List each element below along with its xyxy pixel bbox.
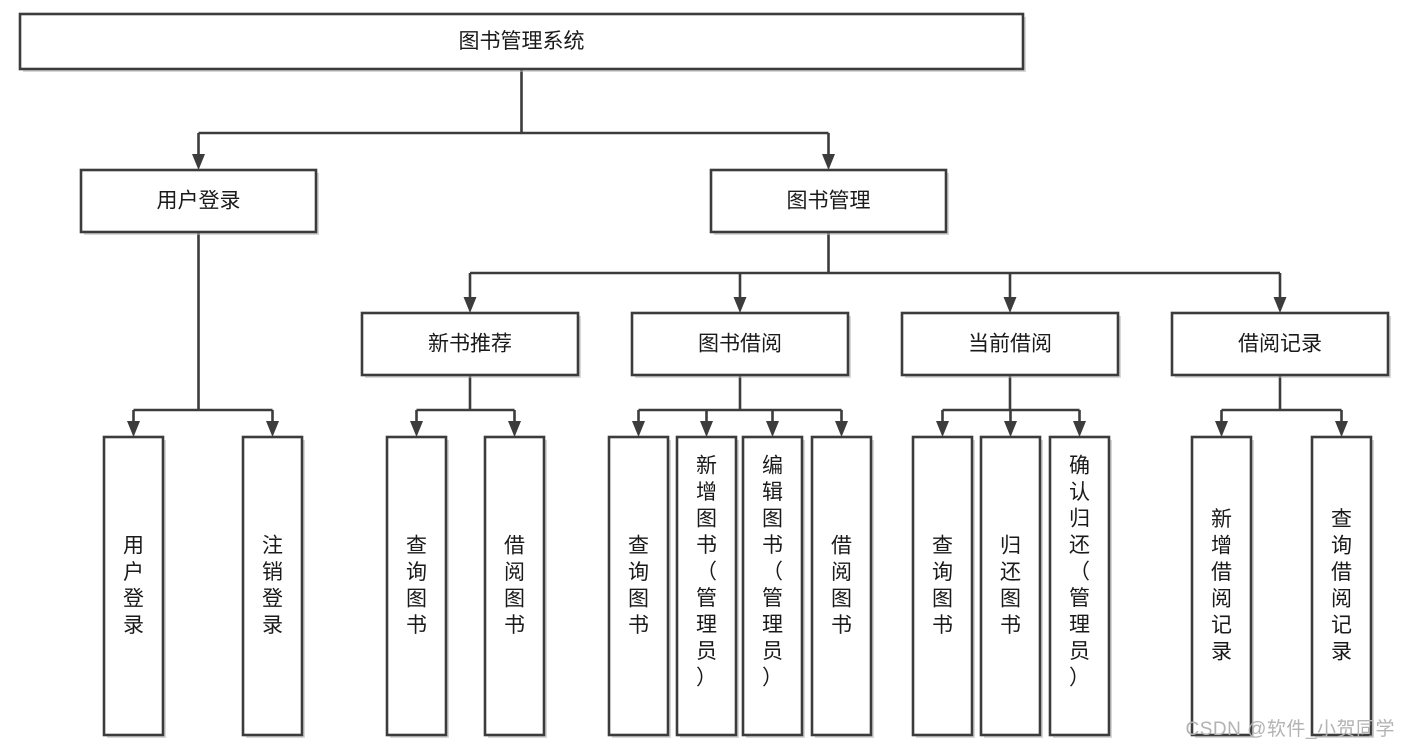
arrow-head — [700, 421, 713, 437]
node-label: 新增图书（管理员） — [696, 454, 717, 689]
node-rect[interactable] — [1170, 311, 1390, 377]
arrow-head — [632, 421, 645, 437]
node-label: 查询图书 — [406, 534, 427, 637]
node-rect[interactable] — [1048, 435, 1111, 737]
node-rect[interactable] — [911, 435, 974, 737]
node-rect[interactable] — [630, 311, 850, 377]
node-leaf-user-login[interactable]: 用户登录 — [102, 435, 166, 738]
arrow-head — [733, 297, 747, 313]
arrow-head — [192, 154, 205, 170]
arrow-head — [1273, 297, 1287, 313]
node-rect[interactable] — [360, 311, 580, 377]
arrow-head — [508, 421, 521, 437]
node-label: 用户登录 — [123, 534, 144, 637]
node-rect[interactable] — [979, 435, 1042, 737]
node-label: 借阅图书 — [831, 534, 852, 637]
node-label: 当前借阅 — [968, 333, 1052, 356]
node-rect[interactable] — [18, 12, 1025, 71]
node-leaf-add-book[interactable]: 新增图书（管理员） — [675, 435, 739, 738]
arrow-head — [127, 421, 140, 437]
arrow-head — [463, 297, 477, 313]
node-new-book-recommend[interactable]: 新书推荐 — [360, 311, 581, 378]
node-label: 图书管理系统 — [459, 30, 585, 53]
node-leaf-return-book[interactable]: 归还图书 — [979, 435, 1043, 738]
node-rect[interactable] — [607, 435, 670, 737]
node-label: 新书推荐 — [428, 333, 512, 356]
node-rect[interactable] — [1310, 435, 1373, 737]
node-rect[interactable] — [102, 435, 165, 737]
arrow-head — [266, 421, 279, 437]
node-rect[interactable] — [741, 435, 804, 737]
node-leaf-borrow-book-2[interactable]: 借阅图书 — [810, 435, 874, 738]
node-book-manage[interactable]: 图书管理 — [709, 168, 949, 235]
node-rect[interactable] — [900, 311, 1120, 377]
node-leaf-query-book-3[interactable]: 查询图书 — [911, 435, 975, 738]
node-label: 图书借阅 — [698, 333, 782, 356]
connector-layer — [127, 69, 1348, 437]
node-leaf-add-record[interactable]: 新增借阅记录 — [1190, 435, 1254, 738]
arrow-head — [1215, 421, 1228, 437]
node-label: 查询图书 — [932, 534, 953, 637]
node-rect[interactable] — [675, 435, 738, 737]
arrow-head — [1004, 421, 1017, 437]
node-leaf-query-book-1[interactable]: 查询图书 — [385, 435, 449, 738]
node-label: 归还图书 — [1000, 534, 1021, 637]
node-leaf-query-record[interactable]: 查询借阅记录 — [1310, 435, 1374, 738]
node-label: 新增借阅记录 — [1211, 507, 1232, 663]
node-label: 查询借阅记录 — [1331, 507, 1352, 663]
node-leaf-query-book-2[interactable]: 查询图书 — [607, 435, 671, 738]
node-label: 用户登录 — [157, 190, 241, 213]
csdn-watermark: CSDN @软件_小贺同学 — [1185, 719, 1395, 740]
node-rect[interactable] — [709, 168, 948, 234]
node-rect[interactable] — [810, 435, 873, 737]
node-rect[interactable] — [79, 168, 318, 234]
node-root[interactable]: 图书管理系统 — [18, 12, 1026, 72]
node-label: 借阅图书 — [504, 534, 525, 637]
node-rect[interactable] — [241, 435, 304, 737]
arrow-head — [835, 421, 848, 437]
node-label: 注销登录 — [262, 534, 283, 637]
node-rect[interactable] — [385, 435, 448, 737]
arrow-head — [822, 154, 835, 170]
node-leaf-logout[interactable]: 注销登录 — [241, 435, 305, 738]
node-leaf-edit-book[interactable]: 编辑图书（管理员） — [741, 435, 805, 738]
node-rect[interactable] — [483, 435, 546, 737]
node-leaf-confirm-return[interactable]: 确认归还（管理员） — [1048, 435, 1112, 738]
node-rect[interactable] — [1190, 435, 1253, 737]
node-book-borrow[interactable]: 图书借阅 — [630, 311, 851, 378]
node-label: 编辑图书（管理员） — [762, 454, 783, 689]
arrow-head — [1003, 297, 1017, 313]
arrow-head — [1073, 421, 1086, 437]
node-label: 查询图书 — [628, 534, 649, 637]
node-leaf-borrow-book-1[interactable]: 借阅图书 — [483, 435, 547, 738]
node-user-login[interactable]: 用户登录 — [79, 168, 319, 235]
node-label: 确认归还（管理员） — [1069, 454, 1090, 689]
node-label: 借阅记录 — [1238, 333, 1322, 356]
arrow-head — [936, 421, 949, 437]
arrow-head — [766, 421, 779, 437]
node-label: 图书管理 — [787, 190, 871, 213]
node-current-borrow[interactable]: 当前借阅 — [900, 311, 1121, 378]
node-layer: 图书管理系统用户登录图书管理新书推荐图书借阅当前借阅借阅记录用户登录注销登录查询… — [18, 12, 1391, 738]
node-borrow-record[interactable]: 借阅记录 — [1170, 311, 1391, 378]
arrow-head — [410, 421, 423, 437]
arrow-head — [1335, 421, 1348, 437]
